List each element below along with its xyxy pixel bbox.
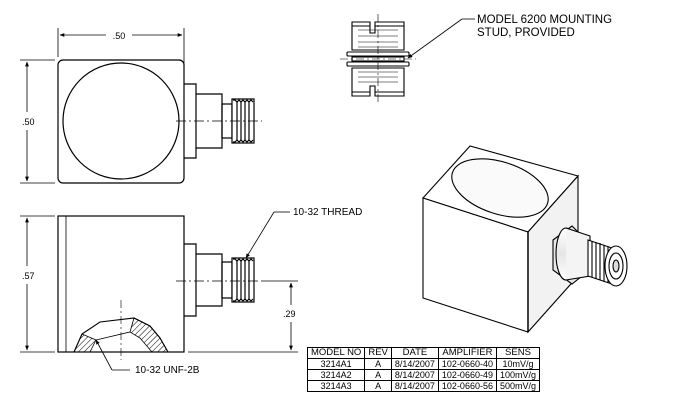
dim-side-height-label: .57 [22, 271, 35, 281]
cell-sens: 500mV/g [495, 380, 541, 392]
dim-thread-offset-label: .29 [283, 309, 296, 319]
cell-model-no: 3214A1 [306, 358, 366, 370]
table-row: 3214A2 A 8/14/2007 102-0660-49 100mV/g [306, 369, 541, 381]
side-view [57, 215, 255, 353]
table-row: 3214A1 A 8/14/2007 102-0660-40 10mV/g [306, 358, 541, 370]
dim-side-height [20, 215, 55, 353]
cell-sens: 10mV/g [495, 358, 541, 370]
side-view-neck [221, 261, 233, 299]
callout-thread [245, 211, 290, 259]
isometric-view [422, 145, 628, 334]
cell-model-no: 3214A2 [306, 369, 366, 381]
callout-stud-line1: MODEL 6200 MOUNTING [477, 14, 612, 26]
callout-thread-label: 10-32 THREAD [293, 207, 362, 218]
cell-date: 8/14/2007 [390, 358, 439, 370]
cell-rev: A [364, 358, 392, 370]
header-date: DATE [390, 347, 439, 359]
top-view-face-circle [62, 62, 180, 180]
dim-top-width-label: .50 [113, 31, 126, 41]
cell-date: 8/14/2007 [390, 369, 439, 381]
table-row: 3214A3 A 8/14/2007 102-0660-56 500mV/g [306, 380, 541, 392]
cell-amplifier: 102-0660-40 [437, 358, 497, 370]
header-model-no: MODEL NO [306, 347, 366, 359]
callout-stud [407, 18, 475, 59]
dim-thread-offset [188, 280, 298, 353]
cell-rev: A [364, 380, 392, 392]
header-amplifier: AMPLIFIER [437, 347, 497, 359]
cell-rev: A [364, 369, 392, 381]
iso-top-circle [451, 158, 549, 218]
cell-amplifier: 102-0660-56 [437, 380, 497, 392]
cell-amplifier: 102-0660-49 [437, 369, 497, 381]
side-view-body [57, 215, 185, 353]
callout-stud-line2: STUD, PROVIDED [477, 27, 575, 39]
table-header-row: MODEL NO REV DATE AMPLIFIER SENS [306, 347, 541, 359]
callout-base-thread-label: 10-32 UNF-2B [135, 365, 200, 376]
spec-table: MODEL NO REV DATE AMPLIFIER SENS 3214A1 … [306, 347, 541, 392]
dim-top-height-label: .50 [22, 117, 35, 127]
side-view-hex-boss [184, 243, 223, 317]
side-view-thread [231, 257, 255, 303]
cell-model-no: 3214A3 [306, 380, 366, 392]
dim-top-height [20, 59, 55, 184]
header-sens: SENS [495, 347, 541, 359]
callout-base-thread [95, 339, 130, 371]
cell-date: 8/14/2007 [390, 380, 439, 392]
cell-sens: 100mV/g [495, 369, 541, 381]
top-view-body [57, 59, 185, 184]
top-view [57, 59, 255, 184]
dim-top-width [57, 28, 185, 82]
header-rev: REV [364, 347, 392, 359]
